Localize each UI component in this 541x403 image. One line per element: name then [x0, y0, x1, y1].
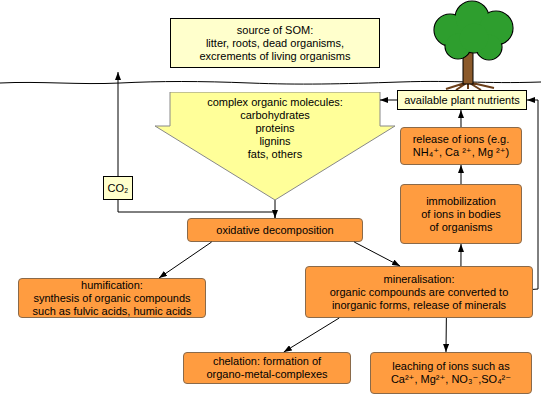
flow-arrow — [354, 242, 400, 266]
process-box: mineralisation:organic compounds are con… — [305, 266, 533, 318]
node-text: fats, others — [170, 148, 380, 161]
node-text: synthesis of organic compounds such as f… — [29, 292, 195, 318]
tree-canopy-outline — [434, 1, 513, 60]
node-text: source of SOM: — [189, 24, 361, 37]
node-text: litter, roots, dead organisms, excrement… — [189, 37, 361, 63]
node-text: complex organic molecules: — [170, 96, 380, 109]
process-box: chelation: formation of organo-metal-com… — [183, 352, 351, 384]
arrow-shape — [155, 92, 395, 200]
node-text: available plant nutrients — [399, 94, 525, 107]
flow-arrow — [159, 242, 212, 278]
flow-arrow — [284, 318, 339, 352]
flow-arrow — [527, 100, 538, 289]
flow-arrow — [380, 100, 397, 101]
flow-arrow — [461, 165, 462, 184]
flow-arrow — [460, 110, 461, 127]
process-box: humification:synthesis of organic compou… — [18, 278, 206, 318]
flow-arrow — [118, 200, 275, 218]
process-box: oxidative decomposition — [187, 218, 363, 242]
process-box: immobilization of ions in bodies of orga… — [400, 184, 522, 244]
process-box: leaching of ions such as Ca²⁺, Mg²⁺, NO₃… — [370, 352, 532, 394]
flow-arrow — [275, 200, 276, 218]
node-text: humification: — [29, 279, 195, 292]
co2-release-arrow — [118, 72, 119, 176]
arrow-shape-box: complex organic molecules:carbohydratesp… — [155, 92, 395, 200]
node-text: proteins — [170, 122, 380, 135]
nutrient-box: available plant nutrients — [397, 90, 527, 110]
flow-arrow — [460, 244, 461, 266]
tree-canopy-fill — [435, 2, 513, 60]
source-box: source of SOM:litter, roots, dead organi… — [170, 18, 380, 68]
flow-arrow — [445, 318, 446, 352]
node-text: immobilization of ions in bodies of orga… — [421, 195, 502, 234]
node-text: chelation: formation of organo-metal-com… — [202, 355, 332, 381]
node-text: lignins — [170, 135, 380, 148]
process-box: release of ions (e.g. NH₄⁺, Ca ²⁺, Mg ²⁺… — [400, 127, 522, 165]
node-text: CO₂ — [104, 182, 132, 195]
node-text: oxidative decomposition — [190, 224, 360, 237]
node-text: mineralisation: — [312, 273, 526, 286]
tree-illustration — [434, 1, 513, 90]
node-text: leaching of ions such as Ca²⁺, Mg²⁺, NO₃… — [381, 360, 521, 386]
node-text: organic compounds are converted to inorg… — [312, 286, 526, 312]
node-text: carbohydrates — [170, 109, 380, 122]
gas-box: CO₂ — [103, 176, 133, 200]
node-text: release of ions (e.g. NH₄⁺, Ca ²⁺, Mg ²⁺… — [405, 133, 517, 159]
